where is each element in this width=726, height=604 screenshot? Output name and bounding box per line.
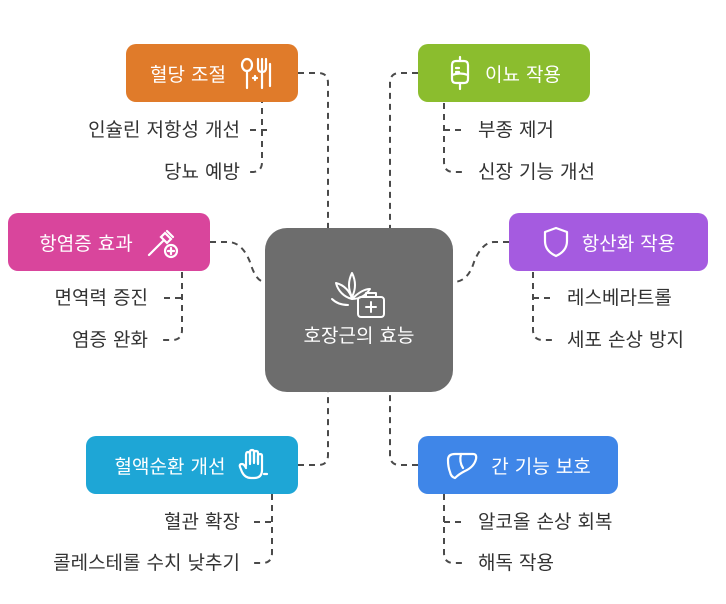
branch-diuretic-label: 이뇨 작용 [485, 63, 561, 86]
shield-icon [543, 226, 568, 258]
sub-item-detox: 해독 작용 [478, 552, 554, 574]
branch-anti-inflammatory-label: 항염증 효과 [39, 232, 133, 255]
sub-item-insulin: 인슐린 저항성 개선 [88, 119, 240, 141]
liver-icon [447, 452, 478, 480]
sub-item-diabetes: 당뇨 예방 [164, 161, 240, 183]
sub-item-cholesterol: 콜레스테롤 수치 낮추기 [53, 552, 240, 574]
needle-plus-icon [147, 229, 178, 259]
sub-item-resveratrol: 레스베라트롤 [567, 287, 672, 309]
sub-item-kidney: 신장 기능 개선 [478, 161, 595, 183]
center-title: 호장근의 효능 [303, 325, 415, 347]
branch-blood-sugar[interactable]: 혈당 조절 [126, 44, 298, 102]
branch-liver[interactable]: 간 기능 보호 [418, 436, 618, 494]
sub-item-inflammation: 염증 완화 [72, 329, 148, 351]
fork-spoon-icon [240, 57, 272, 90]
sub-item-vasodilation: 혈관 확장 [164, 511, 240, 533]
branch-diuretic[interactable]: 이뇨 작용 [418, 44, 590, 102]
center-node: 호장근의 효능 [265, 228, 453, 392]
herb-medical-kit-icon [331, 272, 385, 318]
sub-item-alcohol: 알코올 손상 회복 [478, 511, 613, 533]
sub-item-cell-damage: 세포 손상 방지 [567, 329, 684, 351]
sub-item-edema: 부종 제거 [478, 119, 554, 141]
branch-antioxidant-label: 항산화 작용 [581, 232, 676, 255]
branch-circulation[interactable]: 혈액순환 개선 [86, 436, 298, 494]
branch-blood-sugar-label: 혈당 조절 [150, 63, 226, 86]
branch-circulation-label: 혈액순환 개선 [114, 455, 226, 478]
branch-anti-inflammatory[interactable]: 항염증 효과 [8, 213, 210, 271]
sub-item-immunity: 면역력 증진 [54, 287, 148, 309]
iv-bag-icon [450, 55, 470, 91]
hand-icon [239, 448, 269, 480]
branch-antioxidant[interactable]: 항산화 작용 [509, 213, 708, 271]
branch-liver-label: 간 기능 보호 [491, 455, 591, 478]
